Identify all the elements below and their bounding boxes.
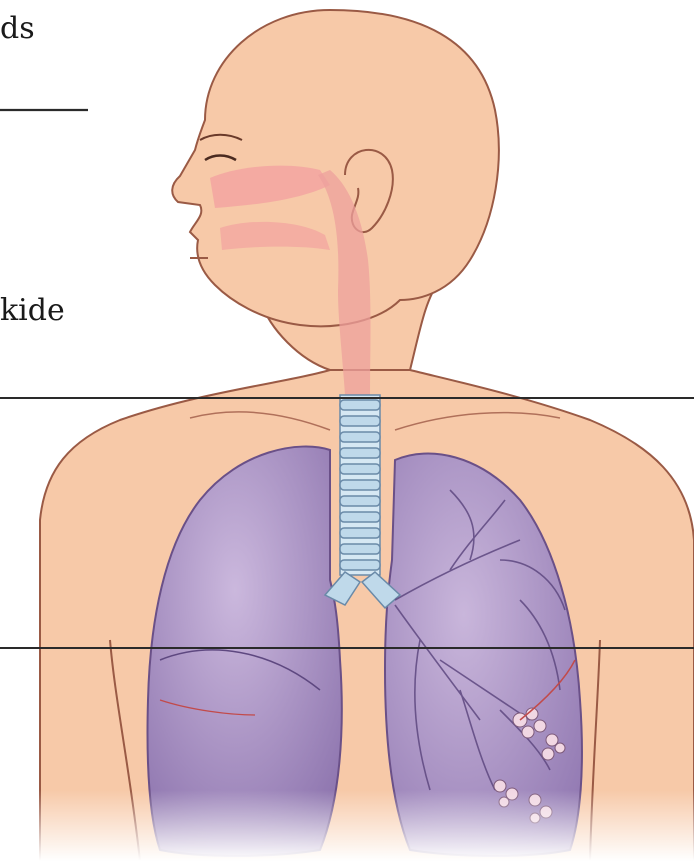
bottom-fade [0, 790, 694, 861]
trachea-rings [340, 400, 380, 570]
head [172, 10, 499, 326]
label-fragment-mid: kide [0, 296, 65, 326]
label-fragment-top: ds [0, 14, 35, 44]
